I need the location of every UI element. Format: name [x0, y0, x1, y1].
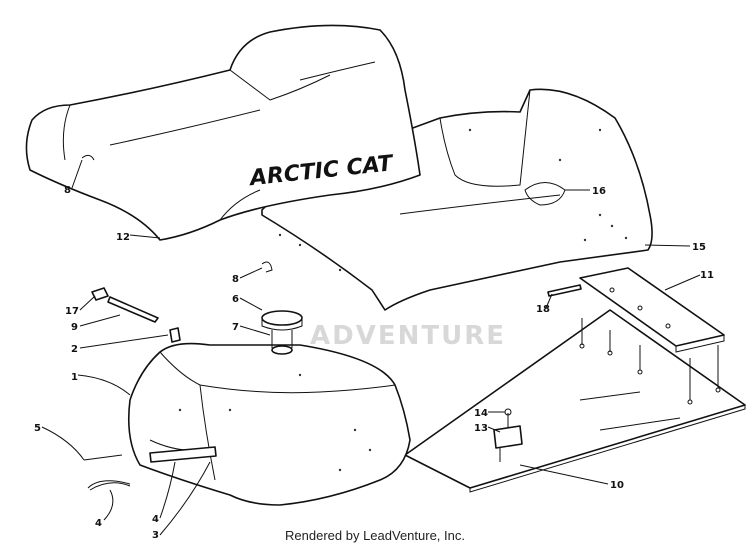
seat-cushion: ARCTIC CAT [25, 24, 421, 241]
callout-8b: 8 [232, 274, 239, 285]
callout-3: 3 [152, 530, 159, 541]
callout-15: 15 [692, 242, 706, 253]
leader-lines [41, 159, 701, 536]
callout-4a: 4 [95, 518, 102, 529]
callout-labels: 1 2 3 4 4 5 6 7 8 8 9 10 11 12 13 14 15 … [34, 185, 714, 541]
callout-9: 9 [71, 322, 78, 333]
clips [81, 154, 273, 273]
watermark-text: ADVENTURE [310, 321, 506, 351]
callout-13: 13 [474, 423, 488, 434]
callout-11: 11 [700, 270, 714, 281]
callout-8a: 8 [64, 185, 71, 196]
callout-7: 7 [232, 322, 239, 333]
fuel-cap [261, 310, 303, 355]
vent-fittings [91, 287, 181, 343]
fuel-tank [127, 342, 411, 506]
callout-10: 10 [610, 480, 624, 491]
fuel-lines [83, 446, 217, 491]
callout-5: 5 [34, 423, 41, 434]
rod [547, 284, 582, 297]
bolt-and-clip [493, 408, 523, 462]
callout-6: 6 [232, 294, 239, 305]
base-plate [404, 309, 746, 493]
seat-base [261, 88, 653, 311]
render-credit: Rendered by LeadVenture, Inc. [285, 528, 465, 543]
callout-1: 1 [71, 372, 78, 383]
callout-16: 16 [592, 186, 606, 197]
mounting-bracket [579, 267, 725, 353]
callout-14: 14 [474, 408, 488, 419]
callout-17: 17 [65, 306, 79, 317]
callout-4b: 4 [152, 514, 159, 525]
callout-2: 2 [71, 344, 78, 355]
callout-12: 12 [116, 232, 130, 243]
callout-18: 18 [536, 304, 550, 315]
